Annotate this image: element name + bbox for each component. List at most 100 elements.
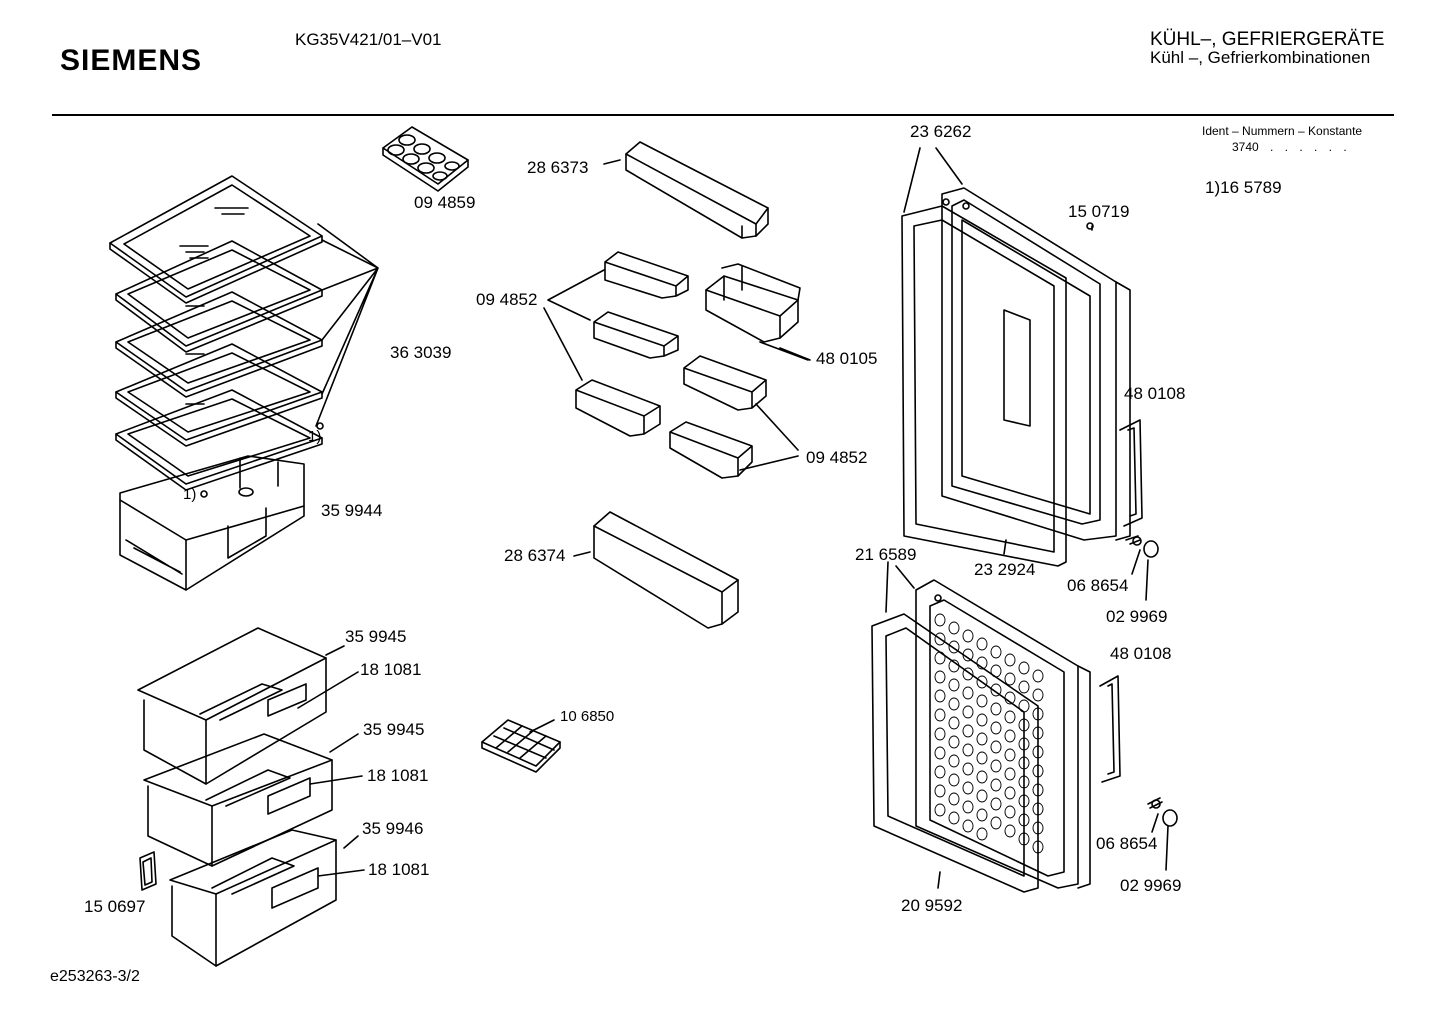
dimple [991,779,1001,791]
dimple [963,649,973,661]
part-label-094852-lower: 09 4852 [806,448,868,467]
door-handle-upper [1120,420,1142,526]
dimple [1005,806,1015,818]
hinge-screw-upper [1126,536,1158,557]
dimple [1005,825,1015,837]
door-bin-286373 [604,142,768,238]
dimple [1005,654,1015,666]
part-label-094852-upper: 09 4852 [476,290,538,309]
drawing-reference: e253263-3/2 [50,968,140,985]
dimple [963,668,973,680]
dimple [1033,784,1043,796]
dimple [977,733,987,745]
hinged-bin-480105 [706,264,800,342]
dimple [1005,692,1015,704]
dimple [935,671,945,683]
part-label-359944: 35 9944 [321,501,383,520]
dimple [935,766,945,778]
dimple [935,614,945,626]
egg-tray [383,127,468,191]
dimple [1033,708,1043,720]
part-label-068654-lower: 06 8654 [1096,834,1158,853]
dimple [949,736,959,748]
dimple [1005,768,1015,780]
dimple [1033,822,1043,834]
part-label-footnote-1b: 1) [183,486,197,503]
part-label-480108-lower: 48 0108 [1110,644,1172,663]
glass-shelves [110,176,322,490]
dimple [991,798,1001,810]
dimple [977,771,987,783]
part-label-232924: 23 2924 [974,560,1036,579]
crisper-drawer-top [120,423,323,590]
dimple [949,698,959,710]
model-number: KG35V421/01–V01 [295,30,442,49]
dimple [977,657,987,669]
ice-cube-tray [482,720,560,772]
part-label-236262: 23 6262 [910,122,972,141]
dimple [963,744,973,756]
ident-dots: . . . . . . [1270,140,1351,154]
dimple [991,741,1001,753]
part-label-181081-middle: 18 1081 [367,766,429,785]
seal-150697 [140,852,156,890]
vegetable-drawer-2 [144,734,332,866]
dimple [949,793,959,805]
dimple [1019,757,1029,769]
dimple [949,660,959,672]
brand-logo: SIEMENS [60,44,203,77]
part-label-150697: 15 0697 [84,897,146,916]
part-label-094859: 09 4859 [414,193,476,212]
part-label-216589: 21 6589 [855,545,917,564]
dimple [949,755,959,767]
part-label-286373: 28 6373 [527,158,589,177]
footnote-part: 1)16 5789 [1205,178,1282,197]
dimple [935,709,945,721]
part-label-106850: 10 6850 [560,708,615,725]
dimple [977,790,987,802]
part-label-029969-upper: 02 9969 [1106,607,1168,626]
dimple [935,747,945,759]
dimple [991,684,1001,696]
dimple [991,817,1001,829]
dimple [963,763,973,775]
part-label-029969-lower: 02 9969 [1120,876,1182,895]
freezer-door-gasket [872,614,1038,892]
door-handle-lower [1100,676,1120,782]
dimple [1019,814,1029,826]
dimple [1019,795,1029,807]
dimple [949,679,959,691]
part-label-363039: 36 3039 [390,343,452,362]
dimple [1005,673,1015,685]
dimple [991,722,1001,734]
dimple [1019,700,1029,712]
part-label-181081-lower: 18 1081 [368,860,430,879]
dimple [935,785,945,797]
plug-150719 [1087,223,1093,229]
dimple [1005,711,1015,723]
dimple [949,774,959,786]
dimple [1005,749,1015,761]
dimple [1019,776,1029,788]
dimple [991,665,1001,677]
dimple [935,690,945,702]
dimple [935,804,945,816]
dimple [935,728,945,740]
dimple [977,714,987,726]
part-label-480108-upper: 48 0108 [1124,384,1186,403]
dimple [1033,841,1043,853]
dimple [977,695,987,707]
dimple [949,641,959,653]
small-bins-094852 [576,252,766,478]
dimple [1033,803,1043,815]
part-label-480105: 48 0105 [816,349,878,368]
part-label-359946: 35 9946 [362,819,424,838]
freezer-door [916,580,1090,888]
dimple [991,703,1001,715]
leaders-drawers [298,646,364,876]
dimple [1033,765,1043,777]
dimple [949,812,959,824]
dimple [963,630,973,642]
fridge-door [942,188,1130,540]
